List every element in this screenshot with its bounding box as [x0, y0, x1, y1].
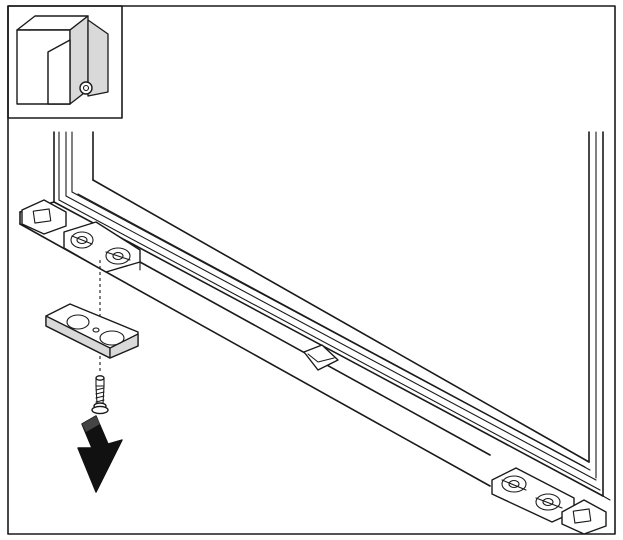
down-arrow-icon: [77, 415, 123, 493]
right-hinge-assembly: [491, 467, 611, 535]
screw-icon: [91, 375, 109, 415]
inset-highlight-marker: [79, 81, 93, 95]
center-notch: [303, 344, 339, 371]
diagram-frame: [7, 5, 616, 535]
inset-frame: [7, 5, 123, 119]
cabinet-inset-icon: [7, 5, 123, 119]
hinge-bracket-icon: [45, 303, 139, 359]
appliance-frame: [19, 131, 604, 497]
left-hinge-assembly: [21, 199, 141, 273]
